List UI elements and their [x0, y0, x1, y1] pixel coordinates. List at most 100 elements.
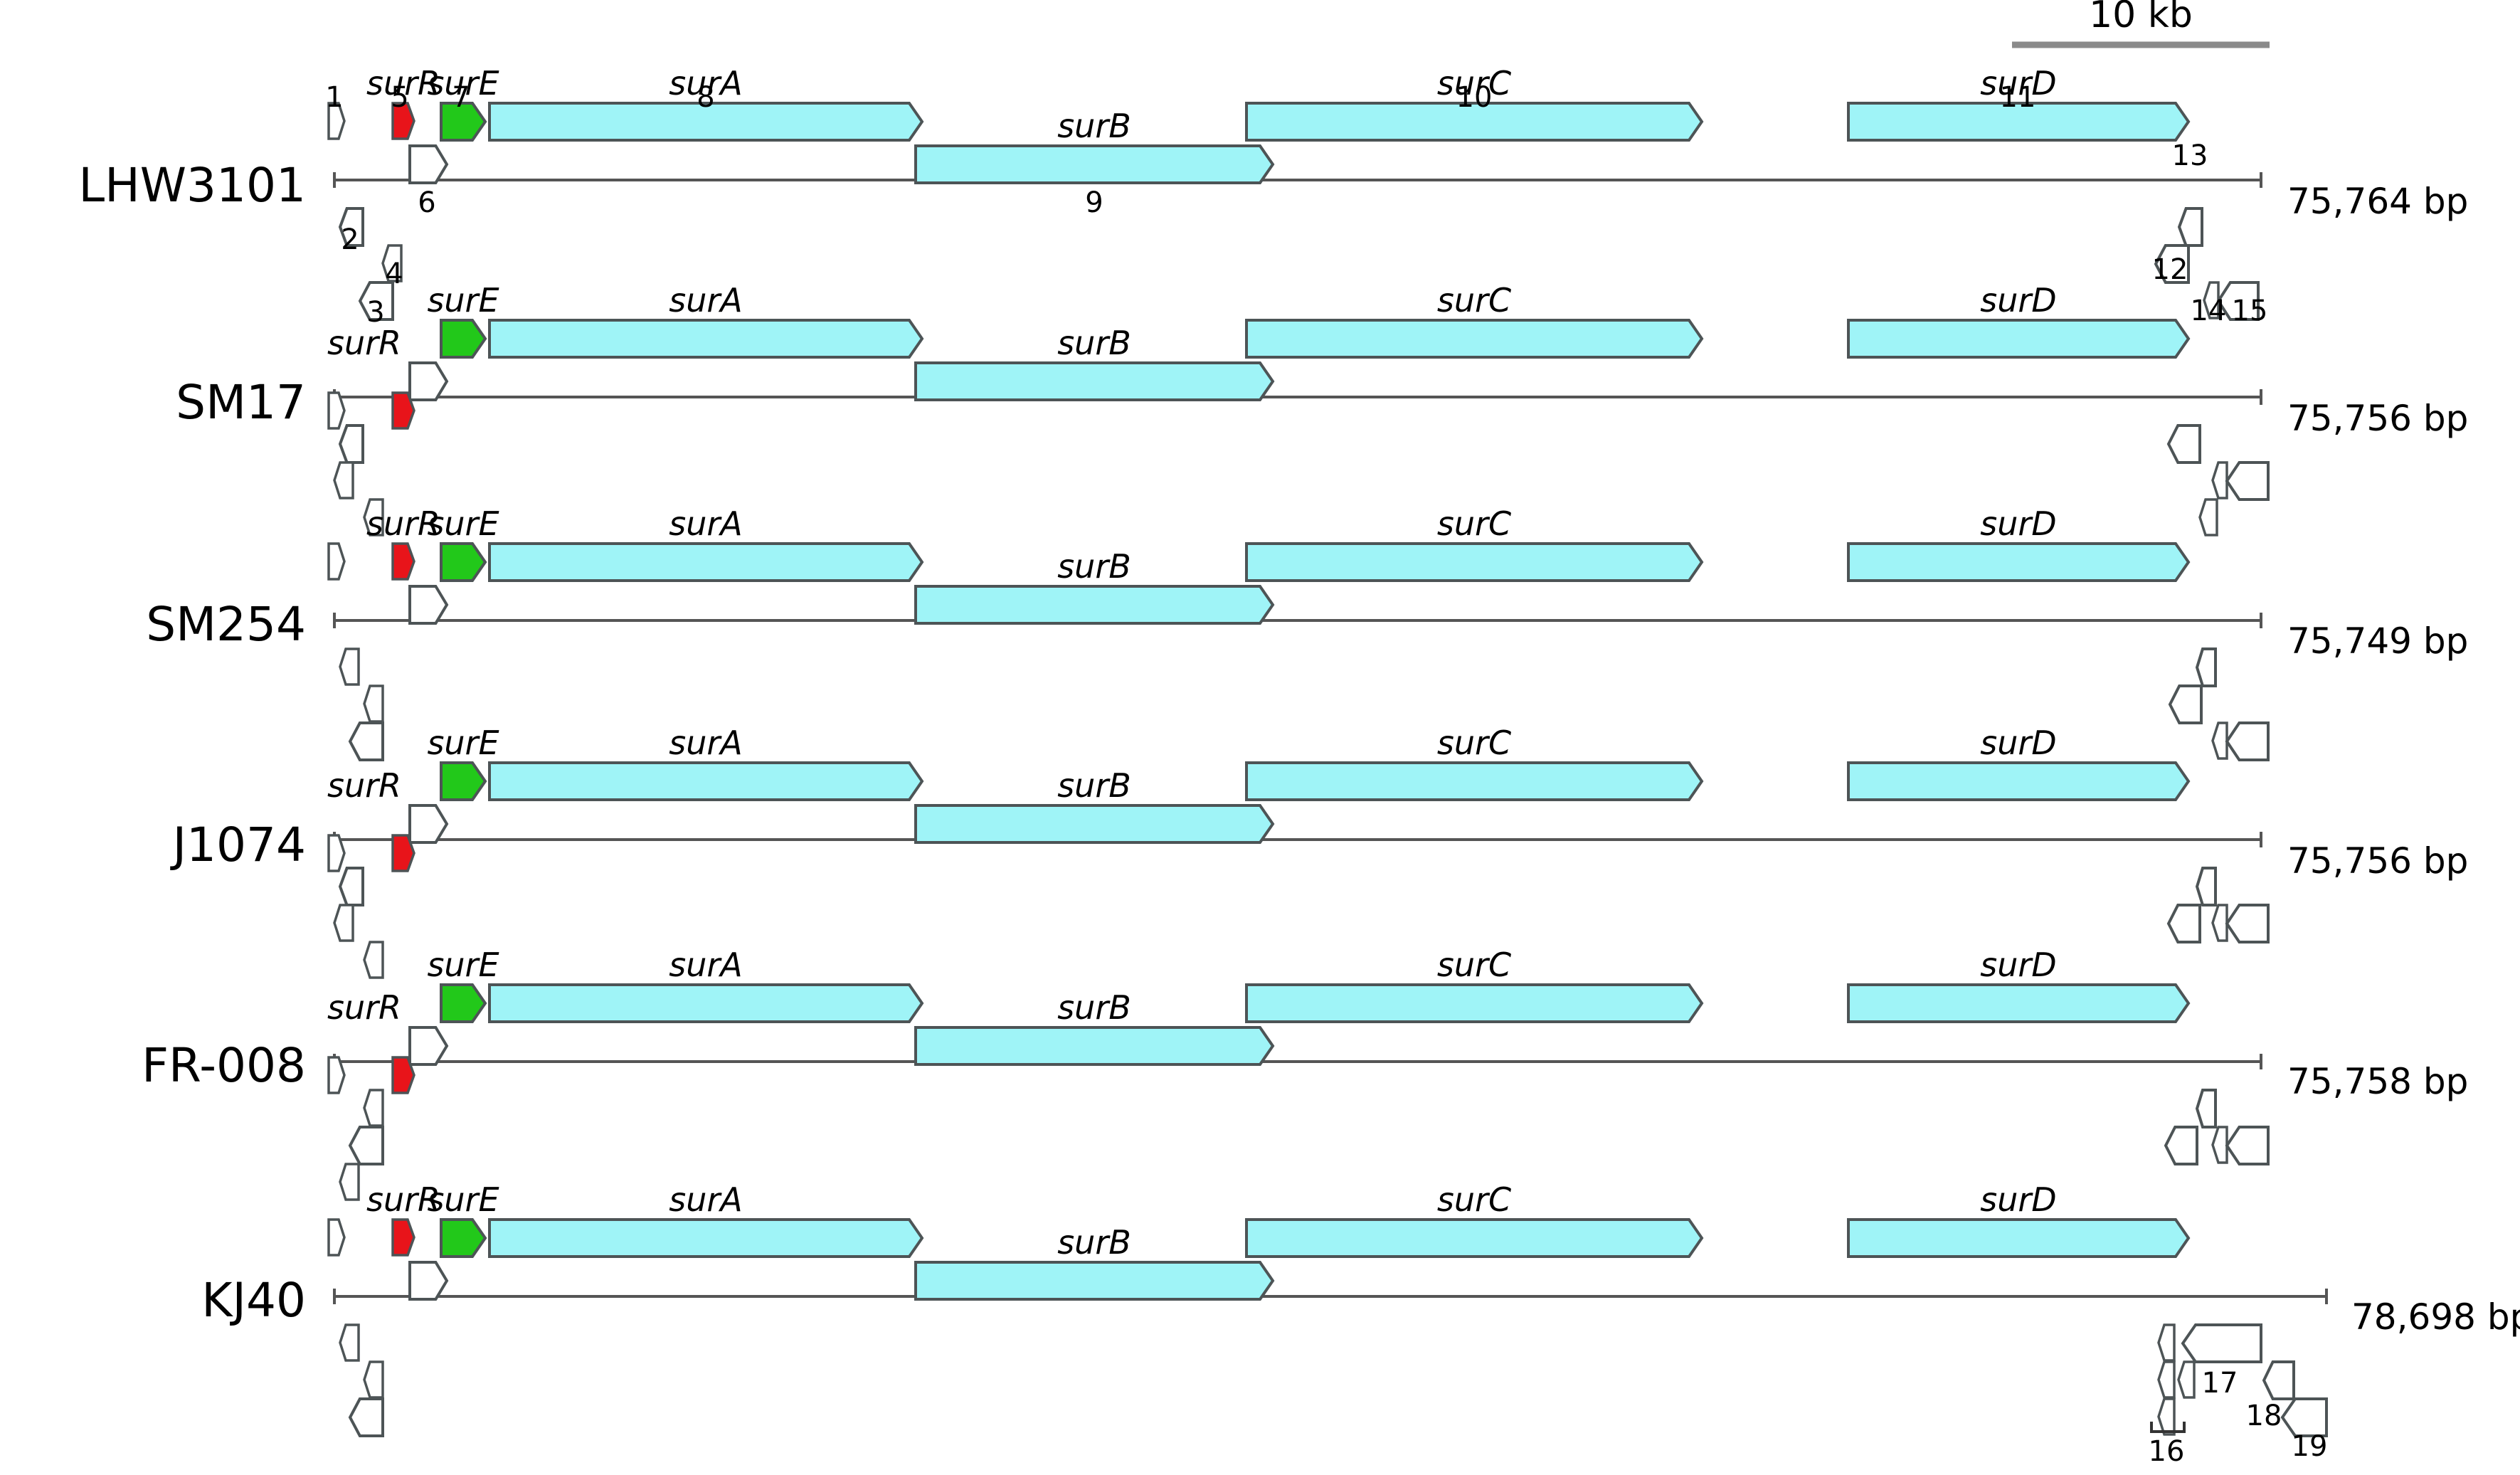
gene-arrow[interactable]: [2195, 1089, 2217, 1128]
gene-arrow[interactable]: [338, 867, 364, 906]
gene-arrow-surE[interactable]: [440, 319, 487, 359]
gene-arrow-surA[interactable]: [488, 761, 924, 801]
gene-arrow-surE[interactable]: [440, 1218, 487, 1258]
gene-number-9: 9: [1085, 186, 1103, 219]
gene-arrow-surB[interactable]: [914, 144, 1275, 184]
gene-arrow[interactable]: [348, 1126, 384, 1165]
gene-arrow[interactable]: [327, 391, 346, 430]
gene-arrow-surB[interactable]: [914, 361, 1275, 401]
gene-arrow-surE[interactable]: [440, 983, 487, 1023]
gene-arrow-surB[interactable]: [914, 804, 1275, 844]
gene-arrow-surA[interactable]: [488, 1218, 924, 1258]
gene-arrow[interactable]: [333, 461, 354, 499]
gene-arrow-surC[interactable]: [1245, 761, 1704, 801]
gene-arrow[interactable]: [2203, 281, 2220, 319]
gene-arrow[interactable]: [2211, 721, 2228, 760]
gene-label-surB: surB: [1057, 766, 1131, 805]
gene-arrow-surD[interactable]: [1847, 761, 2191, 801]
gene-arrow-surR[interactable]: [391, 542, 415, 581]
gene-arrow-surD[interactable]: [1847, 1218, 2191, 1258]
gene-arrow[interactable]: [358, 281, 394, 321]
gene-arrow-surC[interactable]: [1245, 102, 1704, 142]
gene-arrow[interactable]: [333, 904, 354, 942]
gene-arrow-surE[interactable]: [440, 542, 487, 582]
gene-arrow[interactable]: [338, 424, 364, 464]
gene-arrow[interactable]: [2211, 1126, 2228, 1164]
gene-label-surD: surD: [1980, 504, 2056, 543]
gene-arrow-surE[interactable]: [440, 761, 487, 801]
gene-arrow-surB[interactable]: [914, 1261, 1275, 1301]
gene-group-bracket: [2150, 1422, 2186, 1433]
gene-arrow-surR[interactable]: [408, 1026, 449, 1066]
gene-arrow[interactable]: [327, 102, 346, 140]
gene-arrow[interactable]: [2168, 684, 2203, 724]
gene-arrow[interactable]: [2225, 461, 2270, 501]
gene-arrow[interactable]: [2195, 867, 2217, 906]
gene-number-12: 12: [2152, 253, 2188, 286]
gene-arrow[interactable]: [363, 498, 384, 536]
gene-arrow[interactable]: [391, 391, 415, 430]
gene-arrow[interactable]: [2195, 647, 2217, 687]
gene-arrow-surD[interactable]: [1847, 542, 2191, 582]
gene-arrow-surA[interactable]: [488, 319, 924, 359]
gene-arrow[interactable]: [408, 144, 449, 184]
gene-arrow[interactable]: [327, 1218, 346, 1257]
gene-arrow-surR[interactable]: [408, 361, 449, 401]
gene-arrow[interactable]: [2280, 1397, 2328, 1437]
gene-arrow-surB[interactable]: [914, 1026, 1275, 1066]
gene-arrow-surE[interactable]: [440, 102, 487, 142]
gene-arrow-surC[interactable]: [1245, 983, 1704, 1023]
gene-arrow-surR[interactable]: [408, 804, 449, 844]
gene-arrow-surA[interactable]: [488, 983, 924, 1023]
gene-arrow-surB[interactable]: [914, 585, 1275, 625]
gene-arrow[interactable]: [2177, 207, 2203, 247]
gene-label-surR: surR: [366, 504, 440, 543]
gene-arrow[interactable]: [2166, 904, 2201, 943]
gene-arrow[interactable]: [2157, 1360, 2176, 1399]
gene-arrow[interactable]: [2225, 904, 2270, 943]
gene-arrow-surC[interactable]: [1245, 542, 1704, 582]
gene-arrow[interactable]: [391, 1056, 415, 1094]
gene-arrow[interactable]: [363, 684, 384, 723]
gene-arrow[interactable]: [338, 207, 364, 247]
gene-arrow[interactable]: [2216, 281, 2260, 321]
gene-arrow[interactable]: [2166, 424, 2201, 464]
gene-arrow[interactable]: [2157, 1323, 2176, 1362]
gene-arrow[interactable]: [2154, 244, 2190, 284]
gene-arrow[interactable]: [2157, 1397, 2176, 1436]
gene-arrow-surA[interactable]: [488, 542, 924, 582]
gene-arrow[interactable]: [2181, 1323, 2262, 1363]
gene-arrow[interactable]: [408, 585, 449, 625]
gene-arrow[interactable]: [348, 1397, 384, 1437]
gene-arrow[interactable]: [391, 834, 415, 872]
gene-arrow[interactable]: [327, 542, 346, 581]
gene-arrow[interactable]: [339, 1323, 360, 1362]
gene-arrow-surC[interactable]: [1245, 1218, 1704, 1258]
gene-arrow-surD[interactable]: [1847, 319, 2191, 359]
gene-arrow[interactable]: [363, 1360, 384, 1399]
gene-arrow-surD[interactable]: [1847, 983, 2191, 1023]
gene-arrow[interactable]: [339, 647, 360, 686]
gene-arrow-surC[interactable]: [1245, 319, 1704, 359]
gene-arrow[interactable]: [2262, 1360, 2295, 1400]
gene-arrow[interactable]: [381, 244, 403, 282]
gene-arrow[interactable]: [2177, 1360, 2196, 1399]
gene-label-surD: surD: [1980, 1180, 2056, 1219]
gene-arrow[interactable]: [339, 1163, 360, 1201]
gene-arrow-surR[interactable]: [391, 1218, 415, 1257]
gene-arrow[interactable]: [327, 834, 346, 872]
gene-arrow[interactable]: [363, 1089, 384, 1127]
gene-arrow[interactable]: [2225, 721, 2270, 761]
gene-arrow[interactable]: [2211, 904, 2228, 942]
gene-arrow-surR[interactable]: [391, 102, 415, 140]
gene-arrow[interactable]: [2211, 461, 2228, 499]
gene-arrow[interactable]: [2225, 1126, 2270, 1165]
gene-arrow-surD[interactable]: [1847, 102, 2191, 142]
gene-arrow[interactable]: [408, 1261, 449, 1301]
gene-arrow-surA[interactable]: [488, 102, 924, 142]
gene-arrow[interactable]: [348, 721, 384, 761]
gene-arrow[interactable]: [327, 1056, 346, 1094]
gene-arrow[interactable]: [363, 941, 384, 979]
gene-arrow[interactable]: [2198, 498, 2218, 536]
gene-arrow[interactable]: [2164, 1126, 2198, 1165]
